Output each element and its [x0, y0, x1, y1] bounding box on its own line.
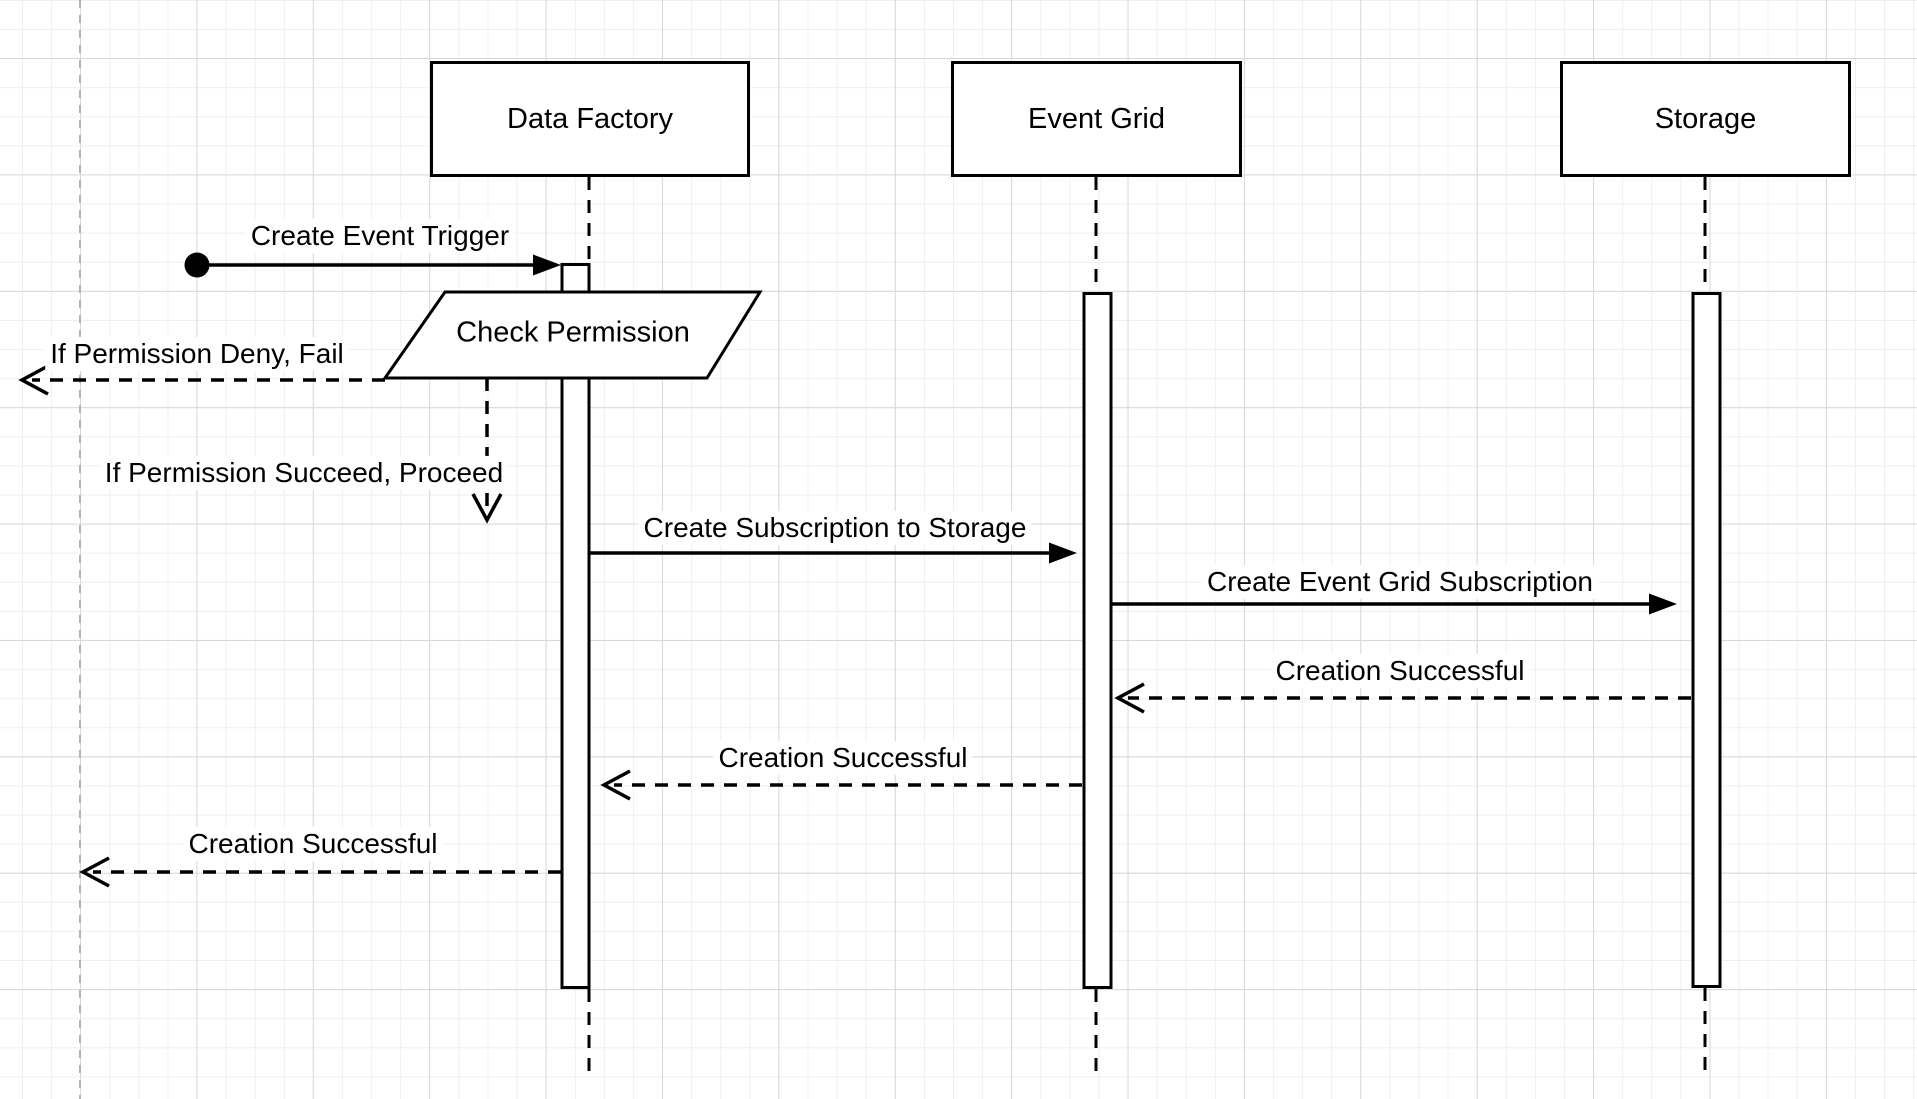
arrowhead-filled	[533, 254, 561, 276]
activation-bar-storage[interactable]	[1691, 292, 1722, 988]
arrowhead-open	[471, 493, 503, 524]
check-permission-label[interactable]: Check Permission	[456, 316, 690, 349]
message-label-if-permission-deny-fail[interactable]: If Permission Deny, Fail	[45, 336, 349, 372]
message-arrow-create-subscription-to-storage[interactable]	[590, 542, 1077, 564]
arrowhead-open	[600, 769, 631, 801]
message-arrow-permission-succeed[interactable]	[471, 378, 503, 524]
message-label-creation-successful-event-grid[interactable]: Creation Successful	[713, 740, 973, 776]
actor-box-event-grid[interactable]: Event Grid	[951, 61, 1242, 177]
message-arrow-create-event-trigger[interactable]	[184, 252, 562, 278]
lifelines	[587, 177, 1707, 1078]
activation-bar-event-grid[interactable]	[1082, 292, 1113, 989]
arrowhead-filled	[1049, 542, 1077, 564]
actor-label-data-factory: Data Factory	[507, 102, 673, 135]
activation-bar-data-factory[interactable]	[560, 263, 591, 989]
actor-label-event-grid: Event Grid	[1028, 102, 1165, 135]
message-arrow-create-event-grid-subscription[interactable]	[1112, 593, 1677, 615]
message-arrow-creation-successful-storage[interactable]	[1114, 682, 1691, 714]
arrowhead-open	[18, 364, 49, 396]
message-label-if-permission-succeed-proceed[interactable]: If Permission Succeed, Proceed	[99, 455, 509, 491]
actor-label-storage: Storage	[1654, 102, 1757, 135]
message-arrow-creation-successful-event-grid[interactable]	[600, 769, 1082, 801]
message-arrow-permission-deny[interactable]	[18, 364, 385, 396]
message-label-create-subscription-to-storage[interactable]: Create Subscription to Storage	[638, 510, 1032, 546]
arrowhead-open	[1114, 682, 1145, 714]
check-permission-shape[interactable]	[382, 290, 763, 380]
arrowhead-filled	[1649, 593, 1677, 615]
message-label-create-event-trigger[interactable]: Create Event Trigger	[245, 218, 515, 254]
arrowhead-open	[79, 856, 110, 888]
actor-box-data-factory[interactable]: Data Factory	[430, 61, 750, 177]
message-label-create-event-grid-subscription[interactable]: Create Event Grid Subscription	[1202, 564, 1598, 600]
message-arrow-creation-successful-data-factory[interactable]	[79, 856, 561, 888]
message-label-creation-successful-data-factory[interactable]: Creation Successful	[183, 826, 443, 862]
actor-box-storage[interactable]: Storage	[1560, 61, 1851, 177]
message-label-creation-successful-storage[interactable]: Creation Successful	[1270, 653, 1530, 689]
